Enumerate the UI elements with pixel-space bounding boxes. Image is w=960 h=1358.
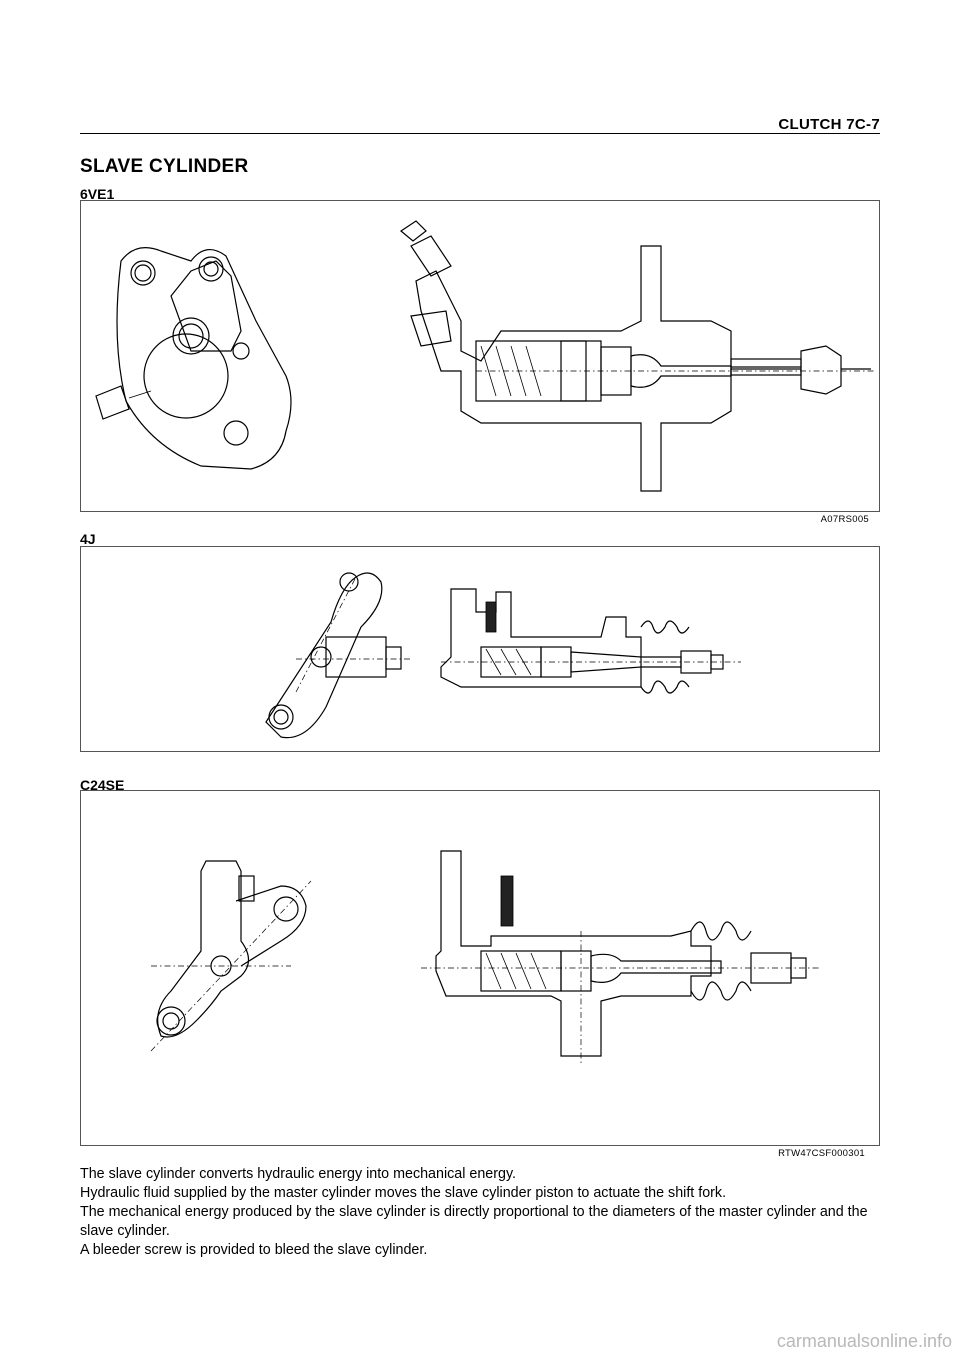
figure-label-c24se: C24SE bbox=[80, 777, 125, 793]
slave-cylinder-6ve1-drawing bbox=[95, 220, 876, 492]
paragraph-line: The slave cylinder converts hydraulic en… bbox=[80, 1166, 517, 1182]
header-divider bbox=[80, 133, 880, 134]
paragraph-line: The mechanical energy produced by the sl… bbox=[80, 1204, 868, 1239]
figure-c24se: RTW47CSF000301 bbox=[80, 790, 880, 1159]
page-header-title: CLUTCH 7C-7 bbox=[778, 116, 880, 133]
section-title: SLAVE CYLINDER bbox=[80, 156, 249, 177]
watermark: carmanualsonline.info bbox=[776, 1331, 952, 1351]
figure-label-4j: 4J bbox=[80, 531, 96, 547]
description-text: The slave cylinder converts hydraulic en… bbox=[80, 1165, 870, 1260]
paragraph-line: Hydraulic fluid supplied by the master c… bbox=[80, 1185, 727, 1201]
figure-label-6ve1: 6VE1 bbox=[80, 186, 115, 202]
figure-code-c24se: RTW47CSF000301 bbox=[778, 1148, 865, 1159]
figure-6ve1: A07RS005 bbox=[80, 200, 880, 525]
slave-cylinder-c24se-drawing bbox=[150, 850, 821, 1066]
slave-cylinder-4j-drawing bbox=[265, 572, 741, 739]
paragraph-line: A bleeder screw is provided to bleed the… bbox=[80, 1242, 428, 1258]
figure-4j bbox=[80, 546, 880, 752]
figure-code-6ve1: A07RS005 bbox=[820, 514, 869, 525]
